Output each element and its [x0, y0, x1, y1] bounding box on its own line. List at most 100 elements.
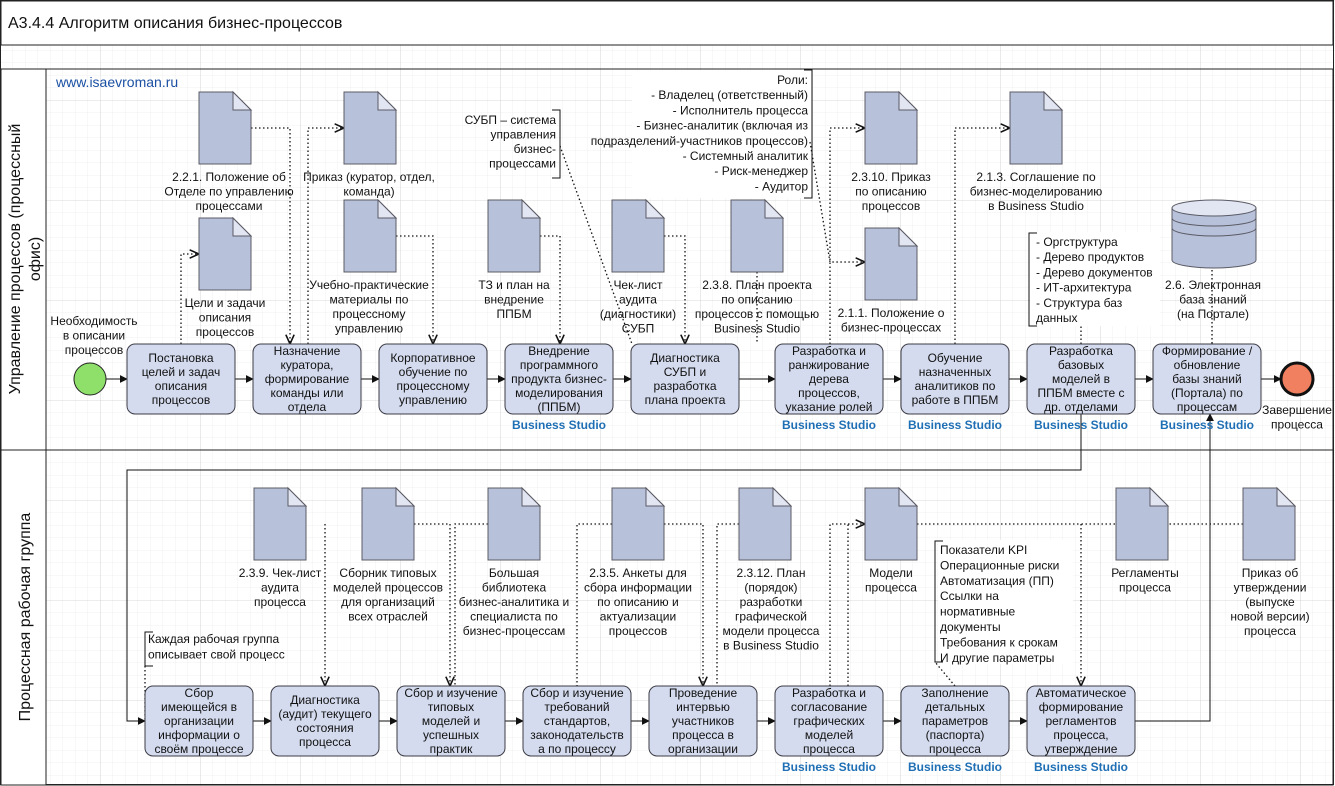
- tool-label-t7: Business Studio: [908, 418, 1002, 432]
- document-icon-d_collection[interactable]: [361, 486, 416, 561]
- website-label: www.isaevroman.ru: [55, 74, 178, 90]
- assoc-tz-t4: [540, 235, 560, 344]
- document-icon-d_prikaz[interactable]: [343, 90, 398, 165]
- note-structures: - Оргструктура- Дерево продуктов- Дерево…: [1036, 235, 1153, 325]
- flow-t8-g1: [126, 414, 1082, 725]
- diagram-title: А3.4.4 Алгоритм описания бизнес-процессо…: [8, 15, 342, 32]
- assoc-models-g8: [917, 523, 1081, 686]
- connector-layer: [106, 69, 1282, 725]
- document-icon-d_order[interactable]: [1242, 486, 1297, 561]
- document-icon-d_tz[interactable]: [487, 198, 542, 273]
- document-icon-d235[interactable]: [611, 486, 666, 561]
- start-event[interactable]: [73, 362, 107, 396]
- document-icon-d_materials[interactable]: [343, 198, 398, 273]
- document-icon-d_models[interactable]: [864, 486, 919, 561]
- lane-working-group: Процессная рабочая группа: [0, 449, 1334, 786]
- document-label-d_prikaz: Приказ (куратор, отдел,команда): [303, 170, 435, 199]
- flow-g8-t9: [1135, 413, 1214, 722]
- note-bracket: [934, 540, 943, 663]
- knowledge-base-icon[interactable]: [1171, 199, 1257, 269]
- document-icon-d213[interactable]: [1009, 90, 1064, 165]
- tool-label-g7: Business Studio: [908, 760, 1002, 774]
- lane-label-group: Процессная рабочая группа: [17, 513, 34, 722]
- note-structures-backdrop: [1030, 232, 1160, 326]
- end-event[interactable]: [1279, 361, 1315, 397]
- lane-label-office-1: Управление процессов (процессный: [7, 124, 24, 395]
- document-icon-d238[interactable]: [730, 198, 785, 273]
- document-icon-d_goals[interactable]: [198, 216, 253, 291]
- assoc-235-g5: [664, 523, 703, 686]
- title-bar: [0, 0, 1334, 46]
- note-bracket: [552, 109, 561, 179]
- tool-label-t4: Business Studio: [512, 418, 606, 432]
- tool-label-g8: Business Studio: [1034, 760, 1128, 774]
- assoc-221-t2: [251, 127, 290, 344]
- tool-label-t6: Business Studio: [782, 418, 876, 432]
- assoc-t6-2310: [829, 128, 865, 344]
- document-icon-d239[interactable]: [253, 486, 308, 561]
- document-icon-d2310[interactable]: [864, 90, 919, 165]
- note-bracket: [1028, 232, 1037, 327]
- assoc-subp-note: [559, 145, 633, 345]
- note-params-backdrop: [938, 540, 1073, 664]
- document-icon-d_checklist[interactable]: [611, 198, 666, 273]
- document-icon-d2312[interactable]: [738, 486, 793, 561]
- document-icon-d_regl[interactable]: [1115, 486, 1170, 561]
- tool-label-t8: Business Studio: [1034, 418, 1128, 432]
- document-icon-d_library[interactable]: [487, 486, 542, 561]
- document-icon-d221[interactable]: [198, 90, 253, 165]
- document-icon-d211[interactable]: [864, 226, 919, 301]
- note-bracket: [804, 69, 813, 199]
- lane-label-office-2: офис): [27, 237, 44, 281]
